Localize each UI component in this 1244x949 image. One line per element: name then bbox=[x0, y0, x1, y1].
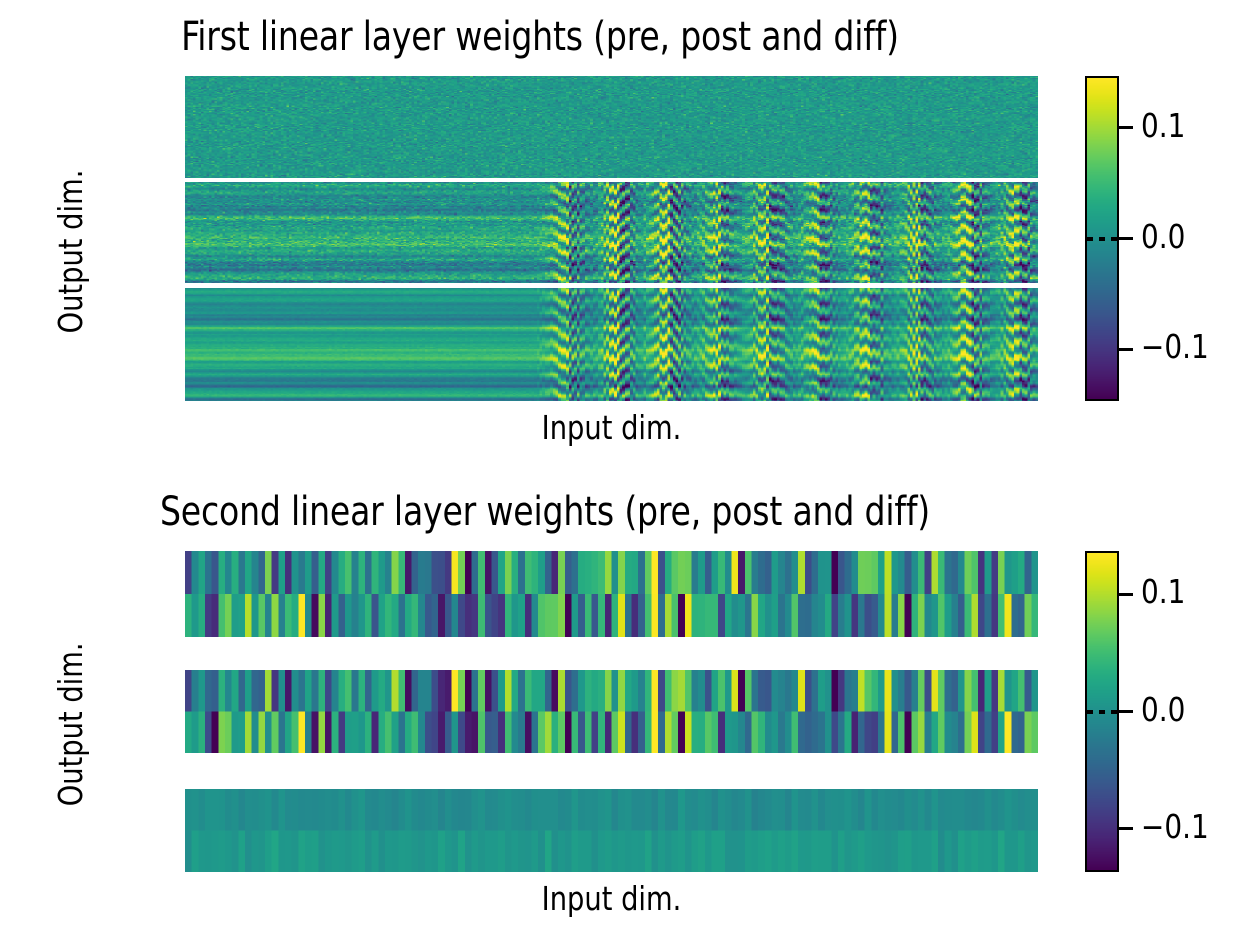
colorbar-tick-mark bbox=[1119, 710, 1133, 713]
heatmap-band-post bbox=[185, 182, 1038, 283]
heatmap-band-pre bbox=[185, 76, 1038, 178]
heatmap-first-linear-layer bbox=[185, 76, 1038, 401]
panel-title-second: Second linear layer weights (pre, post a… bbox=[159, 489, 931, 535]
colorbar-tick-mark bbox=[1119, 592, 1133, 596]
heatmap-band-diff bbox=[185, 789, 1038, 872]
colorbar-zero-marker bbox=[1087, 709, 1117, 714]
y-axis-label-second: Output dim. bbox=[51, 642, 90, 807]
colorbar-tick-mark bbox=[1119, 827, 1133, 831]
heatmap-band-diff bbox=[185, 288, 1038, 401]
panel-title-first: First linear layer weights (pre, post an… bbox=[181, 14, 899, 60]
colorbar-tick-label: 0.1 bbox=[1141, 105, 1186, 145]
heatmap-band-post bbox=[185, 670, 1038, 753]
colorbar-tick-label: −0.1 bbox=[1141, 327, 1209, 367]
x-axis-label-second: Input dim. bbox=[541, 879, 682, 918]
colorbar-zero-marker bbox=[1087, 236, 1117, 241]
x-axis-label-first: Input dim. bbox=[541, 408, 682, 447]
heatmap-second-linear-layer bbox=[185, 551, 1038, 872]
colorbar-tick-mark bbox=[1119, 237, 1133, 240]
colorbar-tick-label: 0.1 bbox=[1141, 572, 1186, 612]
colorbar-tick-label: −0.1 bbox=[1141, 806, 1209, 846]
y-axis-label-first: Output dim. bbox=[51, 169, 90, 334]
colorbar-tick-mark bbox=[1119, 126, 1133, 130]
colorbar-tick-label: 0.0 bbox=[1141, 689, 1186, 729]
colorbar-tick-mark bbox=[1119, 347, 1133, 351]
heatmap-band-pre bbox=[185, 551, 1038, 637]
colorbar-tick-label: 0.0 bbox=[1141, 216, 1186, 256]
